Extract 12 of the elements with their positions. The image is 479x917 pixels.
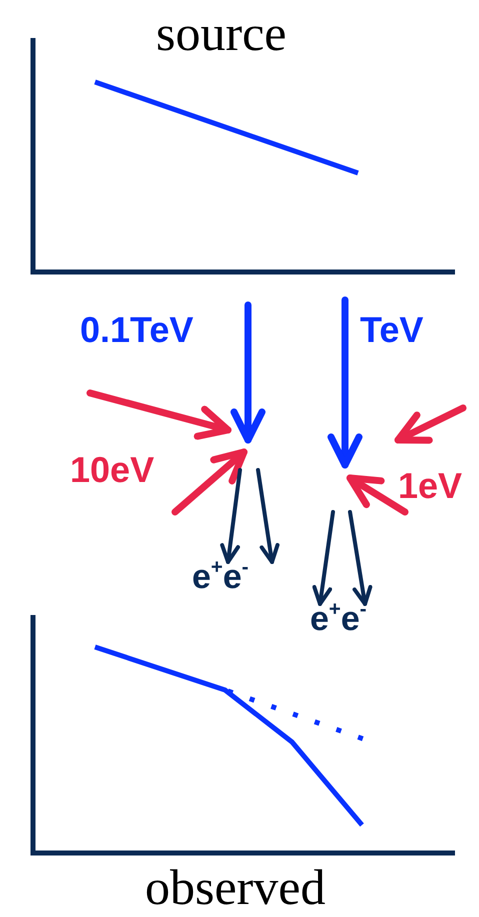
energy-label: TeV bbox=[360, 312, 424, 348]
arrow bbox=[220, 468, 242, 564]
energy-label: 10eV bbox=[70, 452, 154, 488]
plot-title: source bbox=[156, 8, 286, 58]
energy-label: 0.1TeV bbox=[80, 312, 194, 348]
particle-pair-label: e$^{+}$e$^{-}$ bbox=[310, 602, 367, 636]
energy-label: 1eV bbox=[398, 468, 462, 504]
arrow bbox=[348, 510, 372, 606]
arrow bbox=[312, 510, 335, 606]
plot-caption: observed bbox=[145, 862, 326, 912]
arrow bbox=[256, 468, 280, 564]
particle-pair-label: e$^{+}$e$^{-}$ bbox=[192, 560, 249, 594]
